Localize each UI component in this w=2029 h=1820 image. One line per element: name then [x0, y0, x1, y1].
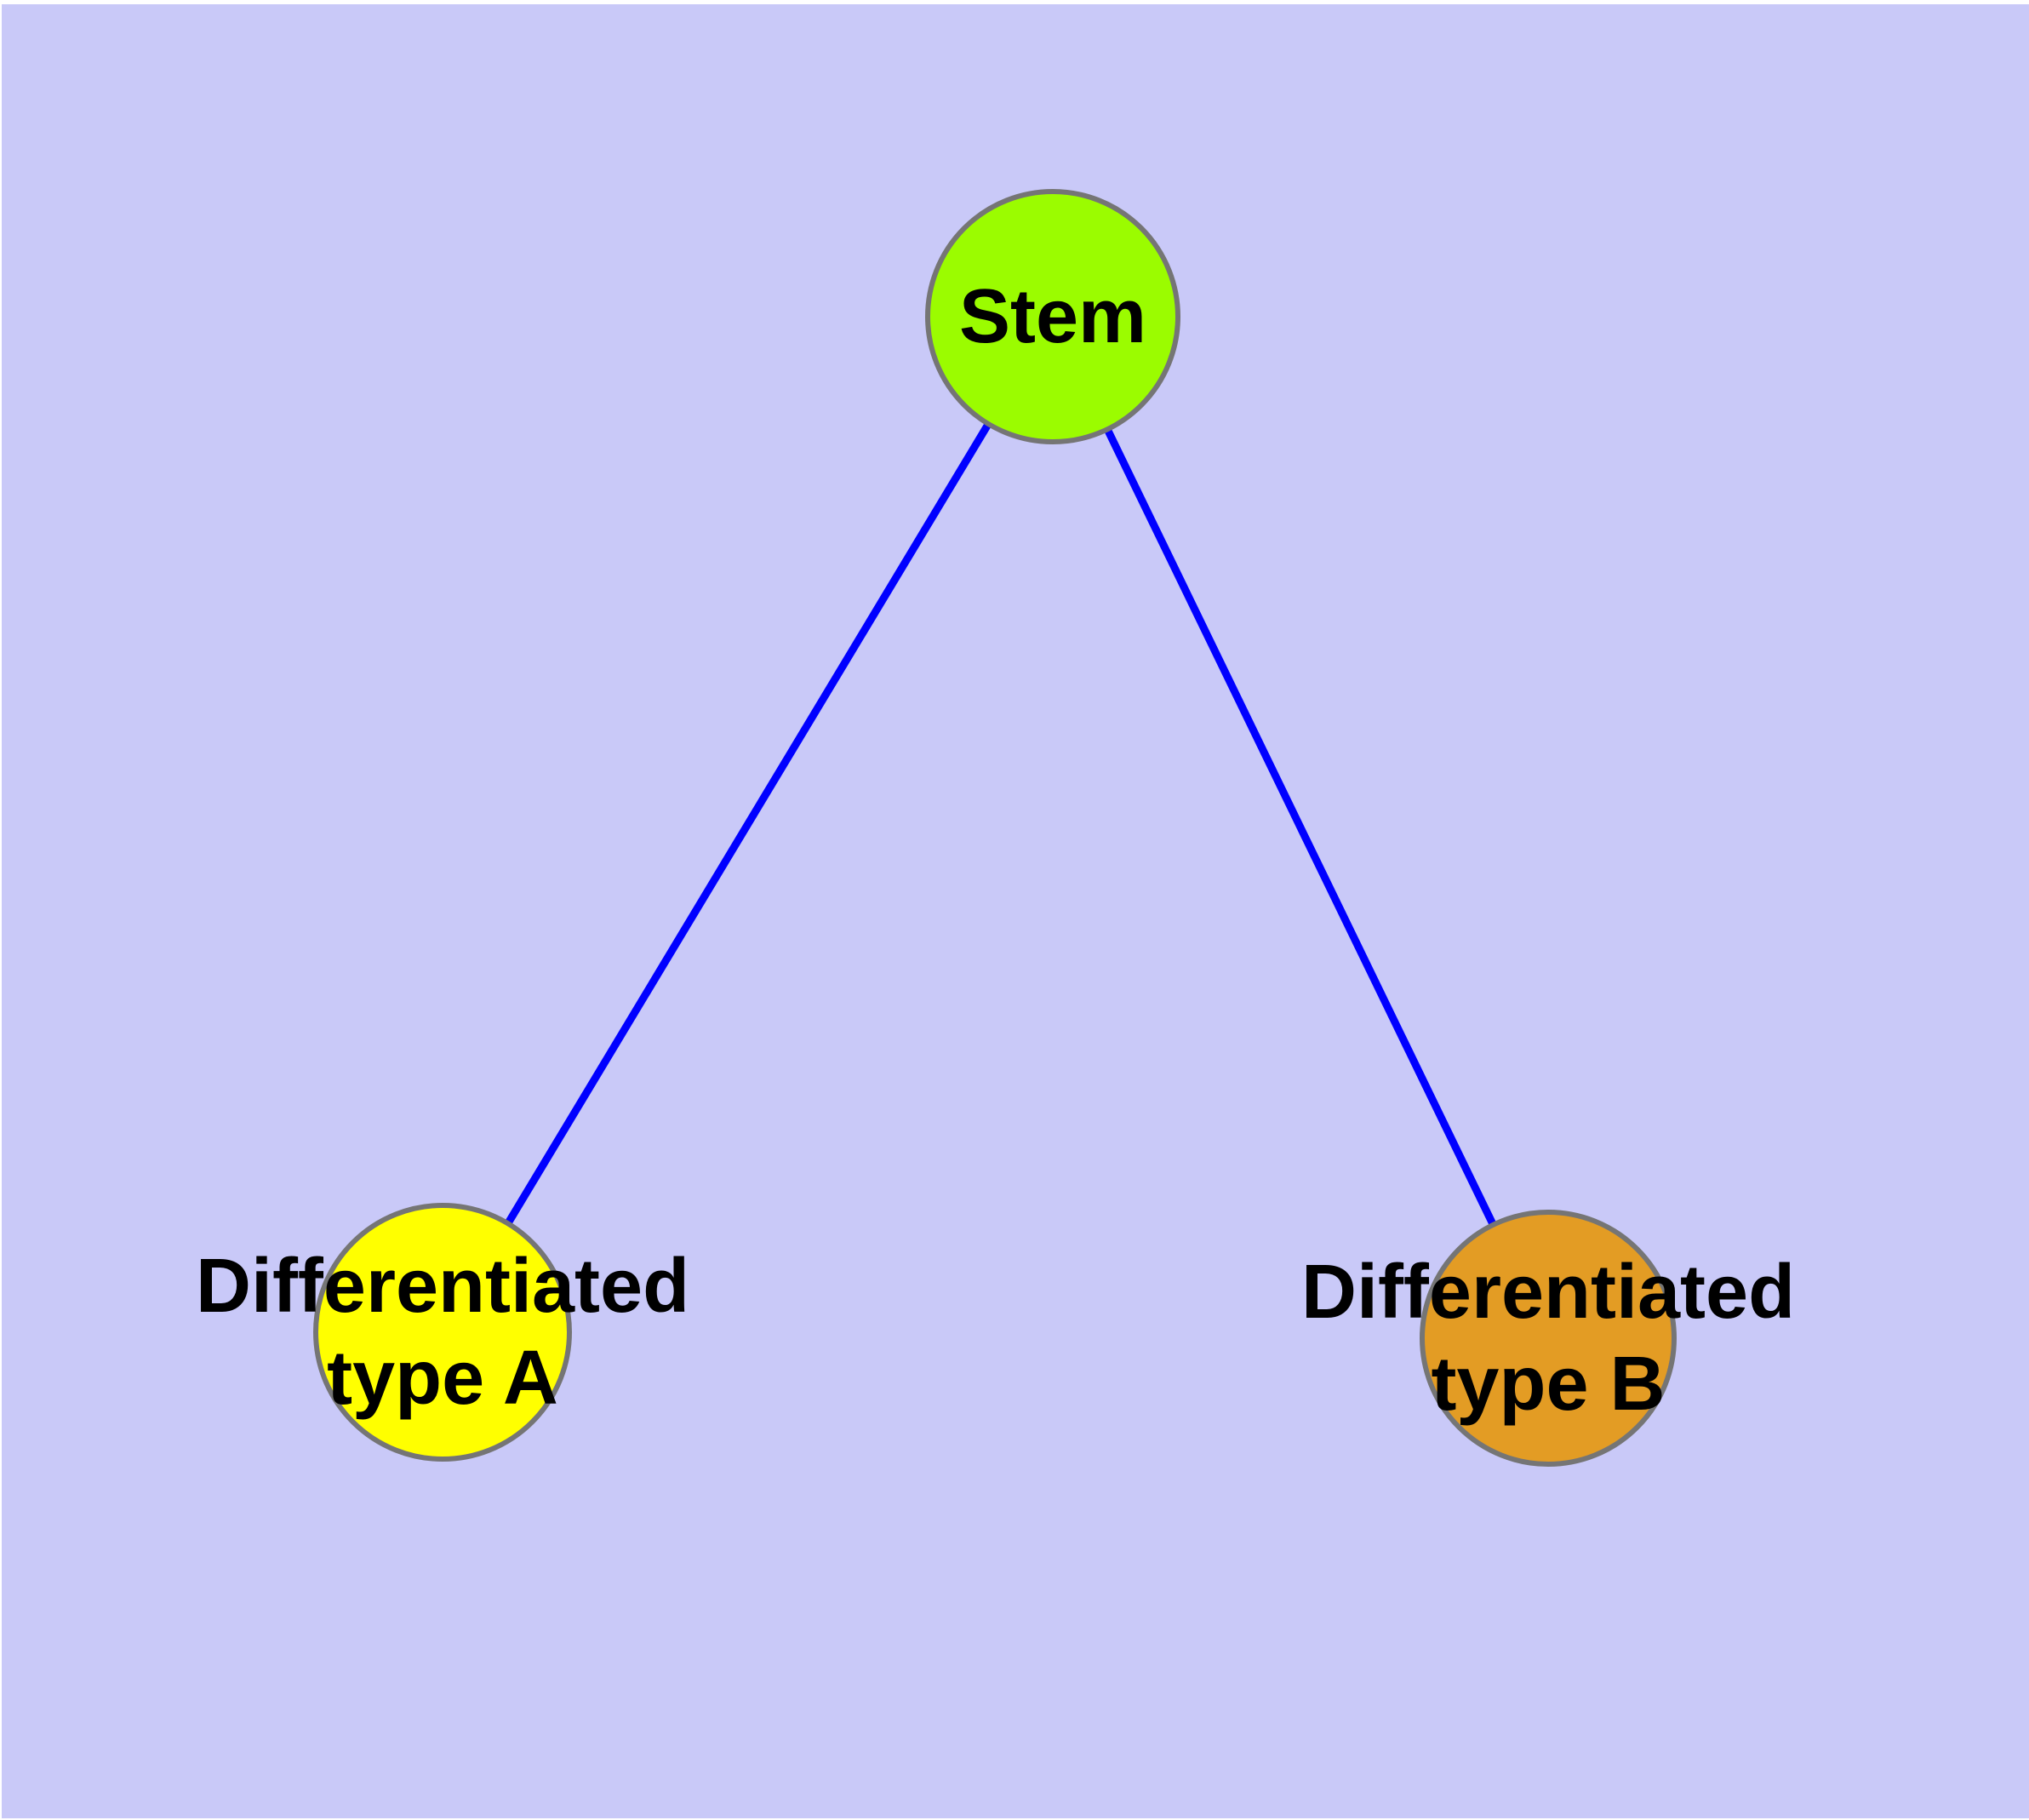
node-type-b-label-line1: Differentiated: [1300, 1250, 1796, 1335]
node-type-a-circle: [313, 1203, 572, 1462]
node-type-a-label-line1: Differentiated: [195, 1244, 690, 1329]
node-stem-label: Stem: [959, 271, 1146, 363]
edge-stem-to-type-a: [439, 314, 1056, 1335]
node-stem-label-line: Stem: [958, 274, 1147, 359]
diagram-canvas: Stem Differentiated type A Differentiate…: [2, 4, 2029, 1818]
node-type-a-label: Differentiated type A: [196, 1240, 689, 1424]
node-type-b-label-line2: type B: [1431, 1342, 1666, 1427]
node-stem-circle: [925, 189, 1180, 444]
node-type-b-label: Differentiated type B: [1301, 1246, 1795, 1430]
node-type-b-circle: [1420, 1210, 1677, 1467]
edge-stem-to-type-b: [1049, 315, 1552, 1340]
node-type-a-label-line2: type A: [327, 1336, 558, 1421]
edge-layer: [439, 314, 1552, 1340]
